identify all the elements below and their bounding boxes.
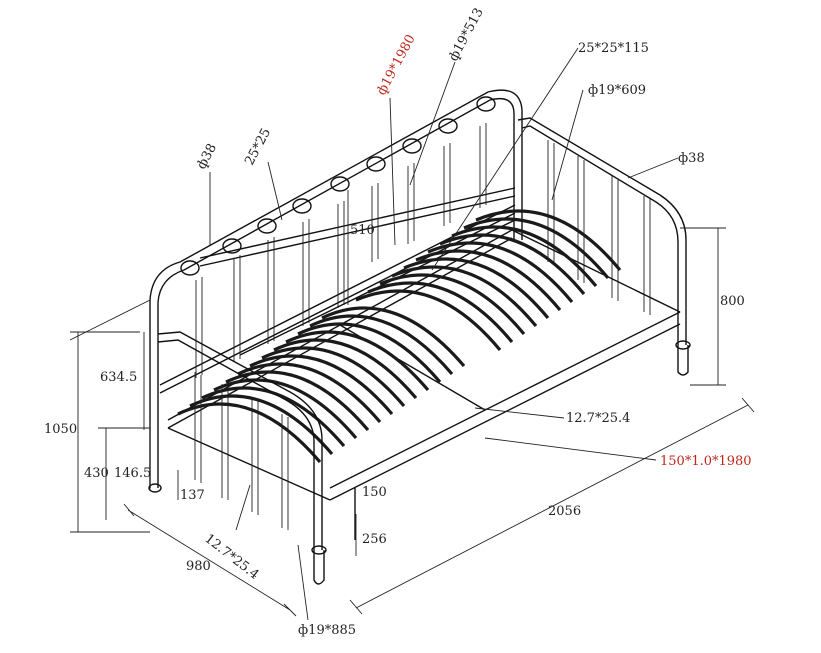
label-tube-609: ф19*609 bbox=[588, 83, 646, 98]
label-25x25x115: 25*25*115 bbox=[578, 41, 649, 56]
label-tube-1980: ф19*1980 bbox=[374, 32, 418, 98]
label-flat-12-7-right: 12.7*25.4 bbox=[566, 411, 630, 426]
label-h137: 137 bbox=[180, 488, 205, 503]
label-h800: 800 bbox=[720, 294, 745, 309]
front-end-frame bbox=[148, 331, 327, 585]
label-h150: 150 bbox=[362, 485, 387, 500]
label-h146-5: 146.5 bbox=[114, 466, 151, 481]
label-25x25: 25*25 bbox=[242, 126, 274, 168]
label-flat-150x1980: 150*1.0*1980 bbox=[660, 454, 752, 469]
label-tube-885: ф19*885 bbox=[298, 623, 356, 638]
label-l2056: 2056 bbox=[548, 504, 581, 519]
label-w980: 980 bbox=[186, 559, 211, 574]
label-flat-12-7-left: 12.7*25.4 bbox=[202, 531, 262, 582]
label-h634-5: 634.5 bbox=[100, 370, 137, 385]
label-h256: 256 bbox=[362, 532, 387, 547]
label-h430: 430 bbox=[84, 466, 109, 481]
label-h510: 510 bbox=[350, 223, 375, 238]
label-d38-right: ф38 bbox=[678, 151, 705, 166]
label-h1050: 1050 bbox=[44, 422, 77, 437]
back-bars bbox=[195, 123, 487, 378]
label-tube-513: ф19*513 bbox=[446, 6, 486, 64]
right-end-frame bbox=[517, 117, 691, 376]
back-clamps bbox=[180, 96, 496, 276]
leader-lines bbox=[209, 47, 679, 621]
label-d38-left: ф38 bbox=[194, 141, 220, 172]
dimension-lines bbox=[69, 190, 755, 617]
